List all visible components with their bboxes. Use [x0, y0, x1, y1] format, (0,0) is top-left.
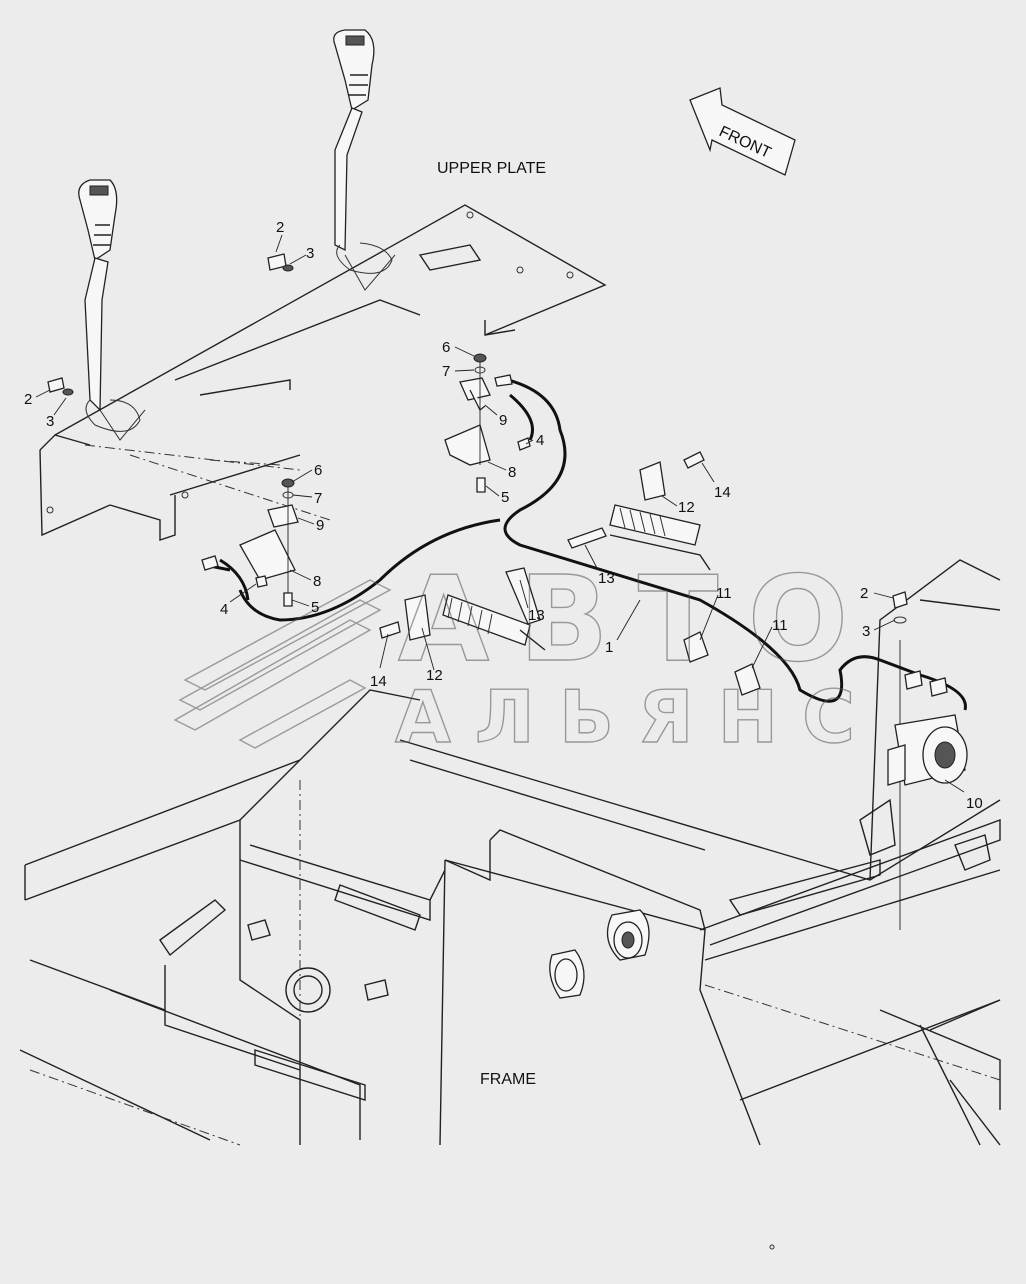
callout-leaders: [35, 234, 965, 793]
callout-3-upper: 3: [306, 245, 314, 262]
callout-3-left: 3: [46, 413, 54, 430]
callout-11-left: 11: [716, 585, 732, 602]
bolts-upper: [47, 253, 294, 396]
callout-10: 10: [966, 795, 983, 812]
callout-12-left: 12: [426, 667, 443, 684]
callout-6-upper: 6: [442, 339, 450, 356]
callout-3-right: 3: [862, 623, 870, 640]
callout-2-left: 2: [24, 391, 32, 408]
callout-9-upper: 9: [499, 412, 507, 429]
frame-structure: [19, 559, 1001, 1146]
callout-2-upper: 2: [276, 219, 284, 236]
upper-plate-label: UPPER PLATE: [437, 160, 546, 177]
callout-13-center: 13: [528, 607, 545, 624]
callout-9-lower: 9: [316, 517, 324, 534]
callout-5-lower: 5: [311, 599, 319, 616]
upper-plate: [39, 204, 607, 541]
upper-switch-assembly: [444, 353, 531, 493]
stray-dot: [769, 1244, 775, 1250]
callout-4-lower: 4: [220, 601, 228, 618]
callout-7-lower: 7: [314, 490, 322, 507]
callout-11-right: 11: [772, 617, 788, 634]
callout-4-upper: 4: [536, 432, 544, 449]
right-joystick: [333, 29, 396, 291]
callout-1: 1: [605, 639, 613, 656]
callout-6-lower: 6: [314, 462, 322, 479]
alarm-buzzer: [887, 591, 968, 786]
lower-switch-assembly: [201, 478, 299, 607]
spring-assemblies: [379, 451, 761, 696]
callout-13-right: 13: [598, 570, 615, 587]
callout-8-upper: 8: [508, 464, 516, 481]
callout-14-right: 14: [714, 484, 731, 501]
callout-14-left: 14: [370, 673, 387, 690]
callout-12-right: 12: [678, 499, 695, 516]
callout-5-upper: 5: [501, 489, 509, 506]
wiring-harness: [204, 376, 967, 711]
left-joystick: [78, 179, 146, 441]
callout-numbers: 2 3 2 3 6 7 9 4 8 5 14 12 6 7 9 8 4 5 13…: [24, 219, 983, 812]
callout-7-upper: 7: [442, 363, 450, 380]
front-arrow: FRONT: [689, 87, 796, 176]
callout-2-right: 2: [860, 585, 868, 602]
frame-label: FRAME: [480, 1071, 536, 1088]
callout-8-lower: 8: [313, 573, 321, 590]
